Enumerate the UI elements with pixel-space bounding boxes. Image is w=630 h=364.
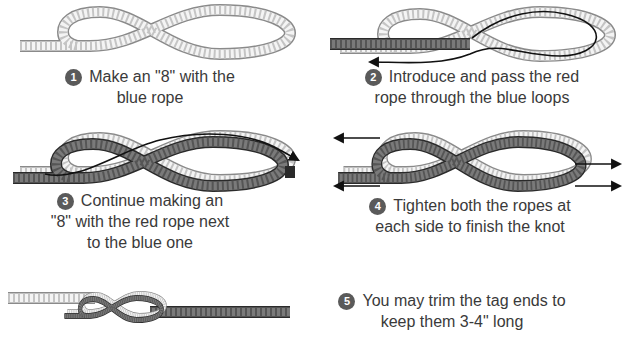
step-text: Tighten both the ropes at each side to f… <box>375 197 570 235</box>
red-rope <box>13 142 283 186</box>
step-caption: 4Tighten both the ropes at each side to … <box>360 195 580 237</box>
finished-knot <box>8 294 290 320</box>
callout-number: 3 <box>57 193 74 210</box>
callout-number: 4 <box>369 198 386 215</box>
red-rope <box>330 44 470 45</box>
red-tail <box>285 172 295 173</box>
step-caption: 1 Make an "8" with the blue rope <box>50 66 250 108</box>
step-text: You may trim the tag ends to keep them 3… <box>362 292 565 330</box>
direction-arrow <box>370 12 596 63</box>
step-text: Continue making an "8" with the red rope… <box>51 192 230 251</box>
callout-number: 1 <box>65 69 82 86</box>
pull-arrow <box>575 163 620 165</box>
callout-number: 2 <box>365 69 382 86</box>
red-rope <box>338 142 581 186</box>
step-text: Make an "8" with the blue rope <box>89 68 235 106</box>
pull-arrow <box>575 185 620 187</box>
step-caption: 3Continue making an "8" with the red rop… <box>45 190 235 253</box>
blue-rope <box>20 10 290 54</box>
pull-arrow <box>335 185 380 187</box>
pull-arrow <box>335 137 380 139</box>
step-caption: 5 You may trim the tag ends to keep them … <box>322 290 582 332</box>
step-caption: 2Introduce and pass the red rope through… <box>352 66 592 108</box>
step-text: Introduce and pass the red rope through … <box>375 68 580 106</box>
direction-arrow <box>45 134 298 175</box>
callout-number: 5 <box>338 293 355 310</box>
